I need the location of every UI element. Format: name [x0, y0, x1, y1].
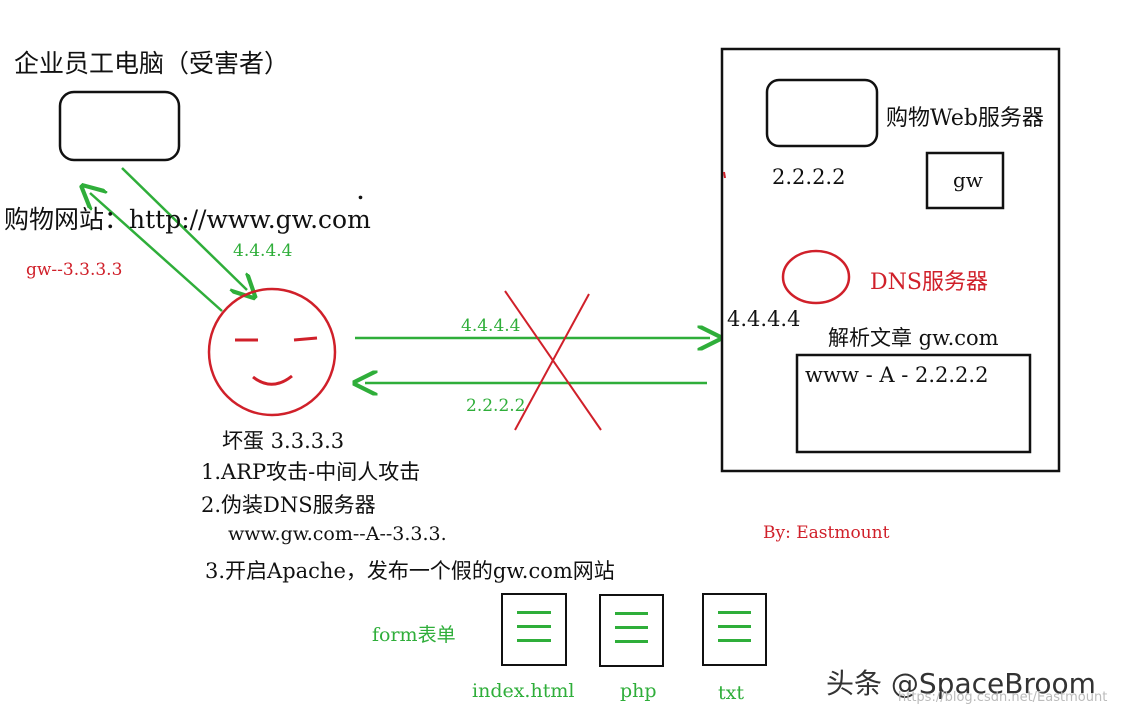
victim-title: 企业员工电脑（受害者） — [14, 49, 290, 78]
attacker-step-2: 2.伪装DNS服务器 — [201, 493, 376, 517]
hosts-entry: gw--3.3.3.3 — [26, 260, 123, 280]
gw-label: gw — [953, 168, 983, 192]
red-tick-mark — [723, 171, 726, 179]
stray-dot: . — [357, 180, 364, 204]
web-server-box — [765, 78, 879, 148]
web-server-ip: 2.2.2.2 — [772, 165, 846, 189]
dns-server-circle — [781, 249, 851, 305]
file-icon-txt — [702, 593, 767, 666]
victim-arrow-label: 4.4.4.4 — [233, 241, 293, 261]
file-icon-php — [599, 594, 664, 667]
victim-computer-box — [58, 90, 181, 162]
from-dns-label: 2.2.2.2 — [466, 396, 526, 416]
attacker-dns-record: www.gw.com--A--3.3.3. — [228, 523, 447, 545]
gw-box — [925, 151, 1005, 210]
file-icon-index — [501, 593, 567, 666]
web-server-label: 购物Web服务器 — [886, 106, 1044, 131]
dns-server-label: DNS服务器 — [870, 270, 988, 295]
file-label-txt: txt — [718, 682, 744, 704]
file-label-index: index.html — [472, 680, 575, 702]
attacker-label: 坏蛋 3.3.3.3 — [222, 429, 345, 453]
attacker-right-eye — [293, 336, 318, 342]
shopping-site-url: 购物网站：http://www.gw.com — [4, 205, 371, 234]
watermark-main: 头条 @SpaceBroom — [826, 667, 1096, 700]
attacker-face — [207, 287, 337, 417]
attacker-step-3: 3.开启Apache，发布一个假的gw.com网站 — [205, 559, 615, 583]
arrow-victim-to-attacker — [121, 167, 247, 290]
dns-server-ip: 4.4.4.4 — [727, 307, 801, 331]
dns-record-box — [795, 353, 1032, 454]
dns-record: www - A - 2.2.2.2 — [805, 363, 989, 387]
attacker-smile — [252, 374, 293, 386]
resolve-label: 解析文章 gw.com — [828, 326, 999, 350]
server-container — [720, 47, 1061, 473]
file-label-php: php — [620, 680, 657, 702]
cross-stroke-2 — [514, 293, 590, 431]
attacker-step-1: 1.ARP攻击-中间人攻击 — [201, 460, 421, 484]
watermark-url: https://blog.csdn.net/Eastmount — [898, 690, 1108, 705]
arrow-attacker-to-victim — [90, 193, 223, 312]
to-dns-label: 4.4.4.4 — [461, 316, 521, 336]
author-credit: By: Eastmount — [763, 523, 890, 543]
form-label: form表单 — [372, 624, 456, 646]
